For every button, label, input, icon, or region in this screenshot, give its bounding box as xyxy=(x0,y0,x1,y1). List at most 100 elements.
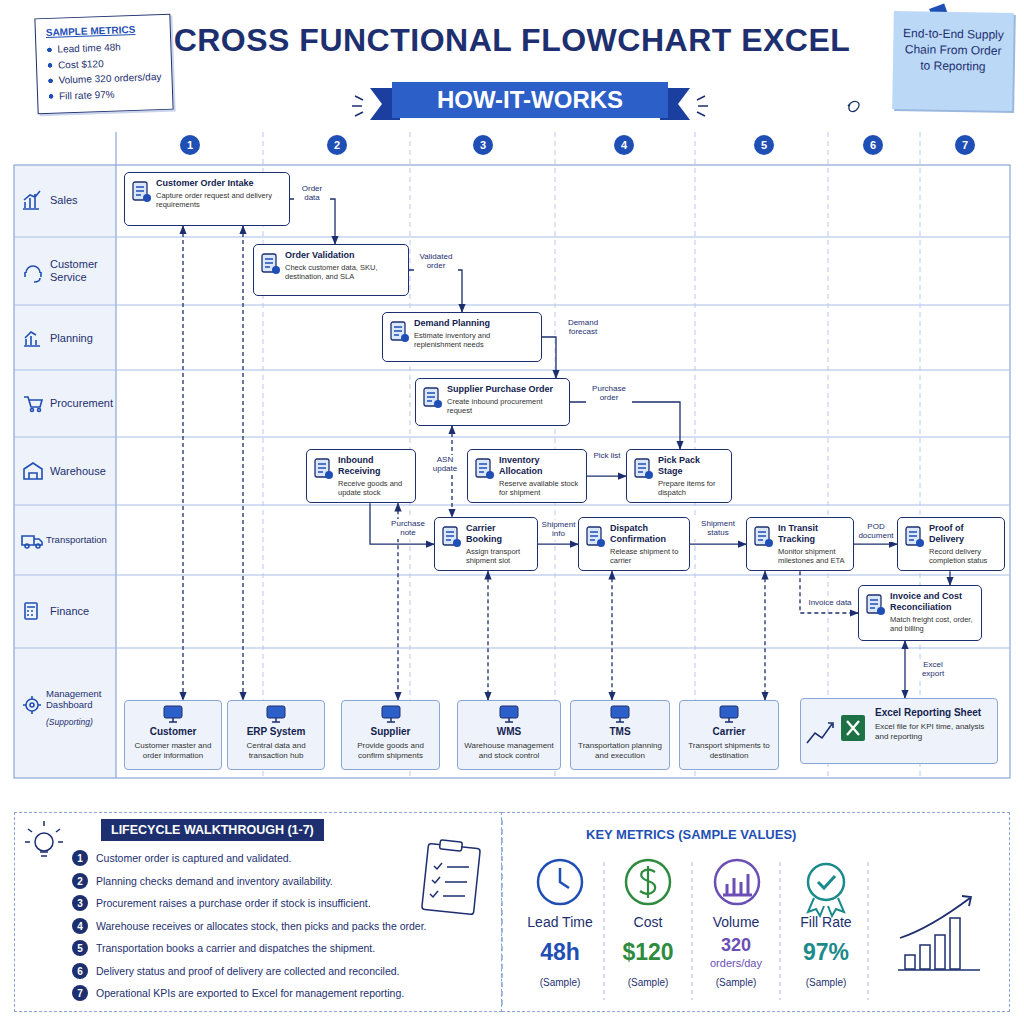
node-title: SAMPLE METRICS xyxy=(46,23,162,38)
node-text: Create inbound procurement request xyxy=(447,397,563,416)
system-box: ERP SystemCentral data and transaction h… xyxy=(227,700,325,770)
node-title: Proof of Delivery xyxy=(929,523,998,545)
edge-label: Pick list xyxy=(591,451,623,462)
connector xyxy=(611,571,612,700)
box-icon xyxy=(388,320,410,344)
metric-value: $120 xyxy=(604,939,692,966)
node-title: In Transit Tracking xyxy=(778,523,847,545)
process-box: Dispatch ConfirmationRelease shipment to… xyxy=(578,517,690,571)
system-box: CarrierTransport shipments to destinatio… xyxy=(679,700,779,770)
process-box: Inventory AllocationReserve available st… xyxy=(467,449,587,503)
step-number: 1 xyxy=(72,853,88,864)
metric-value: 48h xyxy=(516,939,604,966)
connector xyxy=(182,226,183,700)
lane-name: Procurement xyxy=(50,397,114,410)
system-icon xyxy=(608,704,632,724)
step-number: 6 xyxy=(72,966,88,977)
walkthrough-panel: LIFECYCLE WALKTHROUGH (1-7) xyxy=(14,812,502,1012)
metric-value: 97% xyxy=(780,939,872,966)
node-text: Central data and transaction hub xyxy=(232,741,320,761)
node-title: Customer Order Intake xyxy=(156,178,283,189)
box-icon xyxy=(632,457,654,481)
lane-note: (Supporting) xyxy=(46,717,115,727)
panel-art xyxy=(25,820,980,1008)
step-text: Transportation books a carrier and dispa… xyxy=(96,942,494,954)
node-text: Receive goods and update stock xyxy=(338,479,409,498)
connector xyxy=(242,226,243,700)
metric-value: 320 xyxy=(692,935,780,956)
report-box: Excel Reporting SheetExcel file for KPI … xyxy=(800,698,998,764)
banner-text: HOW-IT-WORKS xyxy=(392,86,668,114)
node-text: Prepare items for dispatch xyxy=(658,479,725,498)
metric-note: (Sample) xyxy=(780,977,872,988)
lane-name: Warehouse xyxy=(50,465,114,478)
step-text: Operational KPIs are exported to Excel f… xyxy=(96,987,494,999)
ribbon xyxy=(352,82,859,120)
connector xyxy=(800,571,858,613)
connector xyxy=(290,199,335,244)
node-title: LIFECYCLE WALKTHROUGH (1-7) xyxy=(101,819,324,841)
process-box: Pick Pack StagePrepare items for dispatc… xyxy=(626,449,732,503)
step-number: 7 xyxy=(72,988,88,999)
node-text: Warehouse management and stock control xyxy=(462,741,556,761)
step-text: Customer order is captured and validated… xyxy=(96,852,416,864)
metric-note: (Sample) xyxy=(692,977,780,988)
edge-label: Demand forecast xyxy=(560,318,606,338)
metric-name: Cost xyxy=(604,914,692,930)
title: CROSS FUNCTIONAL FLOWCHART EXCEL xyxy=(112,22,912,59)
process-box: Supplier Purchase OrderCreate inbound pr… xyxy=(415,378,570,426)
node-text: Reserve available stock for shipment xyxy=(499,479,580,498)
node-title: Dispatch Confirmation xyxy=(610,523,683,545)
connector xyxy=(764,571,765,700)
edge-label: Excel export xyxy=(912,660,954,680)
system-icon xyxy=(264,704,288,724)
process-box: Invoice and Cost ReconciliationMatch fre… xyxy=(858,585,982,641)
box-icon xyxy=(312,457,334,481)
box-icon xyxy=(259,252,281,276)
node-text: Fill rate 97% xyxy=(48,84,164,104)
box-icon xyxy=(473,457,495,481)
node-title: Invoice and Cost Reconciliation xyxy=(890,591,975,613)
connector xyxy=(538,544,578,545)
node-text: Capture order request and delivery requi… xyxy=(156,191,283,210)
node-title: ERP System xyxy=(232,726,320,738)
connector xyxy=(904,641,905,698)
node-text: Match freight cost, order, and billing xyxy=(890,615,975,634)
step-text: Delivery status and proof of delivery ar… xyxy=(96,965,494,977)
connector xyxy=(690,544,746,545)
node-title: KEY METRICS (SAMPLE VALUES) xyxy=(586,827,1009,842)
node-title: Customer xyxy=(129,726,217,738)
step-text: Warehouse receives or allocates stock, t… xyxy=(96,920,494,932)
callout-number: 7 xyxy=(955,139,975,151)
edge-label: Shipment status xyxy=(692,519,744,539)
node-title: Carrier Booking xyxy=(466,523,531,545)
edge-label: Validated order xyxy=(414,252,458,272)
node-title: Carrier xyxy=(684,726,774,738)
node-text: Provide goods and confirm shipments xyxy=(346,741,435,761)
edge-label: Order data xyxy=(294,184,330,204)
metric-note: (Sample) xyxy=(604,977,692,988)
edge-label: Purchase order xyxy=(586,384,632,404)
connector xyxy=(487,571,488,700)
connector xyxy=(854,544,897,545)
connector xyxy=(542,337,556,378)
system-icon xyxy=(161,704,185,724)
node-text: Transport shipments to destination xyxy=(684,741,774,761)
lane-name: Management Dashboard xyxy=(46,689,115,711)
callout-number: 3 xyxy=(473,139,493,151)
process-box: Demand PlanningEstimate inventory and re… xyxy=(382,312,542,362)
node-title: Supplier Purchase Order xyxy=(447,384,563,395)
metric-name: Volume xyxy=(692,914,780,930)
node-title: Inbound Receiving xyxy=(338,455,409,477)
node-title: Demand Planning xyxy=(414,318,535,329)
callout-number: 5 xyxy=(754,139,774,151)
system-box: WMSWarehouse management and stock contro… xyxy=(457,700,561,770)
sticky-note: SAMPLE METRICSLead time 48hCost $120Volu… xyxy=(34,14,173,115)
edge-label: Shipment info xyxy=(540,520,577,540)
metric-unit: orders/day xyxy=(692,957,780,969)
node-text: Excel file for KPI time, analysis and re… xyxy=(875,722,991,742)
lane-name: Sales xyxy=(50,194,114,207)
system-icon xyxy=(717,704,741,724)
